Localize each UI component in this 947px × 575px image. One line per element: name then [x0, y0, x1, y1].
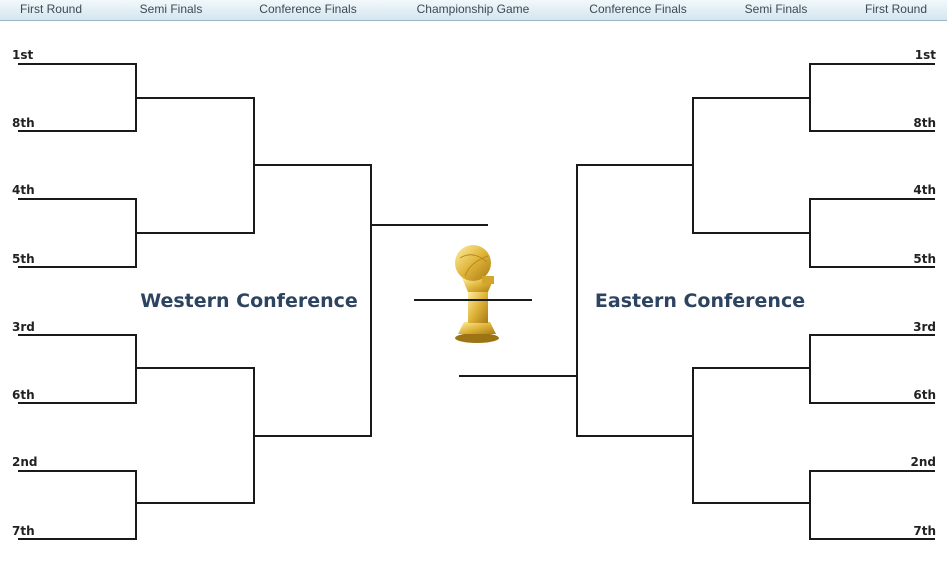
east-seed-5: 5th [913, 252, 936, 266]
east-conference-label: Eastern Conference [595, 290, 805, 312]
east-matchup-2-7[interactable] [809, 470, 935, 540]
east-semi-top[interactable] [692, 97, 810, 234]
west-seed-2: 2nd [12, 455, 37, 469]
west-seed-5: 5th [12, 252, 35, 266]
east-semi-bottom[interactable] [692, 367, 810, 504]
east-seed-2: 2nd [911, 455, 936, 469]
header-west-conference-finals: Conference Finals [259, 2, 357, 16]
header-east-semi-finals: Semi Finals [744, 2, 808, 16]
header-east-conference-finals: Conference Finals [589, 2, 687, 16]
header-west-semi-finals: Semi Finals [139, 2, 203, 16]
west-matchup-4-5[interactable] [18, 198, 137, 268]
east-seed-3: 3rd [913, 320, 936, 334]
west-matchup-3-6[interactable] [18, 334, 137, 404]
west-seed-3: 3rd [12, 320, 35, 334]
west-seed-4: 4th [12, 183, 35, 197]
header-west-first-round: First Round [19, 2, 83, 16]
west-seed-6: 6th [12, 388, 35, 402]
west-seed-8: 8th [12, 116, 35, 130]
header-east-first-round: First Round [864, 2, 928, 16]
round-header-bar: First Round Semi Finals Conference Final… [0, 0, 947, 21]
east-seed-4: 4th [913, 183, 936, 197]
west-matchup-1-8[interactable] [18, 63, 137, 132]
west-seed-7: 7th [12, 524, 35, 538]
east-conference-final[interactable] [576, 164, 693, 437]
west-matchup-2-7[interactable] [18, 470, 137, 540]
west-conference-label: Western Conference [140, 290, 358, 312]
east-seed-7: 7th [913, 524, 936, 538]
east-seed-1: 1st [915, 48, 936, 62]
west-semi-top[interactable] [136, 97, 255, 234]
east-seed-8: 8th [913, 116, 936, 130]
west-seed-1: 1st [12, 48, 33, 62]
east-seed-6: 6th [913, 388, 936, 402]
west-conference-final[interactable] [254, 164, 372, 437]
west-semi-bottom[interactable] [136, 367, 255, 504]
west-seed-labels: 1st 8th 4th 5th 3rd 6th 2nd 7th [12, 48, 37, 538]
header-championship-game: Championship Game [416, 2, 530, 16]
east-seed-labels: 1st 8th 4th 5th 3rd 6th 2nd 7th [911, 48, 937, 538]
championship-trophy-icon [455, 245, 499, 343]
